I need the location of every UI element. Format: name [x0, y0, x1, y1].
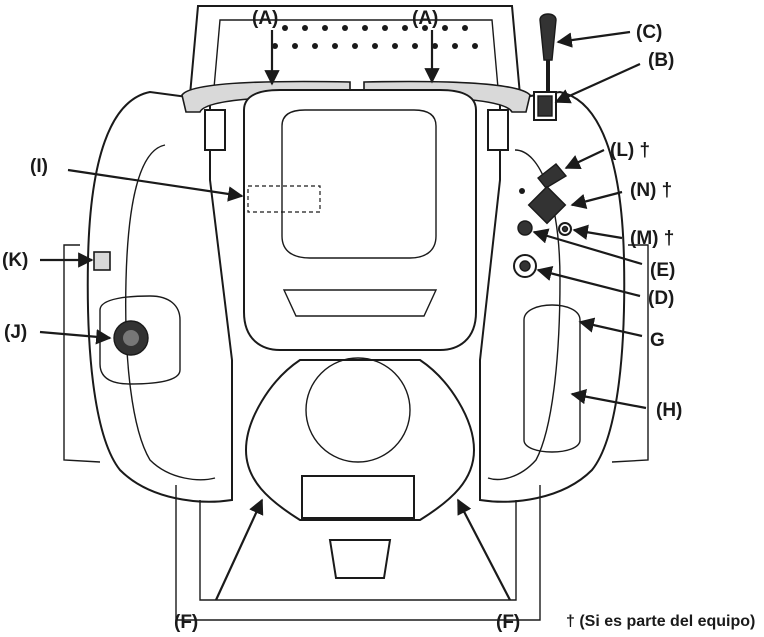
- cupholder-h: [523, 304, 581, 453]
- label-g: G: [650, 330, 665, 351]
- leader-j: [39, 329, 112, 345]
- label-k: (K): [2, 250, 28, 271]
- label-f-right: (F): [496, 612, 520, 633]
- label-n: (N) †: [630, 180, 672, 201]
- rear-plate: [301, 475, 415, 519]
- leader-h: [570, 389, 647, 410]
- leader-f-left: [215, 498, 264, 601]
- leader-b: [554, 62, 641, 104]
- switch-k: [93, 251, 111, 271]
- leader-i: [67, 168, 244, 202]
- label-c: (C): [636, 22, 662, 43]
- label-m: (M) †: [630, 228, 674, 249]
- lever-c-handle: [539, 13, 557, 61]
- label-l: (L) †: [610, 140, 650, 161]
- leader-d: [536, 265, 641, 298]
- label-i: (I): [30, 156, 48, 177]
- leader-lines: [39, 30, 647, 601]
- leader-f-right: [457, 498, 511, 601]
- label-f-left: (F): [174, 612, 198, 633]
- callout-labels: (A) (A) (C) (B) (L) † (N) † (M) † (E) (D…: [2, 8, 755, 633]
- fuel-cap-recess: [99, 295, 181, 385]
- control-l: [537, 163, 568, 189]
- control-e: [517, 220, 533, 236]
- label-e: (E): [650, 260, 675, 281]
- seat-cushion: [281, 109, 437, 259]
- front-deck: [175, 485, 541, 621]
- right-fender: [479, 90, 626, 503]
- control-n: [527, 185, 567, 225]
- fuel-cap-j-center: [123, 330, 139, 346]
- left-fender-inner: [125, 144, 216, 481]
- control-d-inner: [519, 260, 531, 272]
- control-dot: [519, 188, 525, 194]
- leader-l: [564, 149, 605, 170]
- footnote: † (Si es parte del equipo): [566, 613, 755, 630]
- label-h: (H): [656, 400, 682, 421]
- left-bar-mount: [204, 109, 226, 151]
- right-bar-mount: [487, 109, 509, 151]
- leader-e: [532, 228, 643, 266]
- rear-grille: [188, 5, 522, 96]
- seat-handle: [282, 289, 438, 317]
- left-rear-panel: [63, 244, 101, 463]
- under-seat-item: [247, 185, 321, 213]
- label-b: (B): [648, 50, 674, 71]
- leader-n: [570, 190, 623, 209]
- label-a-right: (A): [412, 8, 438, 29]
- label-a-left: (A): [252, 8, 278, 29]
- front-bumper: [328, 539, 392, 579]
- deck-dome: [305, 357, 411, 463]
- right-rear-panel: [611, 244, 649, 463]
- machine-illustration: [63, 5, 649, 621]
- grille-holes: [272, 25, 478, 49]
- label-j: (J): [4, 322, 27, 343]
- label-d: (D): [648, 288, 674, 309]
- leader-c: [556, 30, 631, 48]
- seat: [243, 89, 477, 351]
- control-m-inner: [561, 225, 569, 233]
- front-deck-inner: [199, 500, 517, 601]
- leader-g: [578, 317, 643, 338]
- lever-b-slot: [537, 95, 553, 117]
- leader-m: [572, 224, 623, 240]
